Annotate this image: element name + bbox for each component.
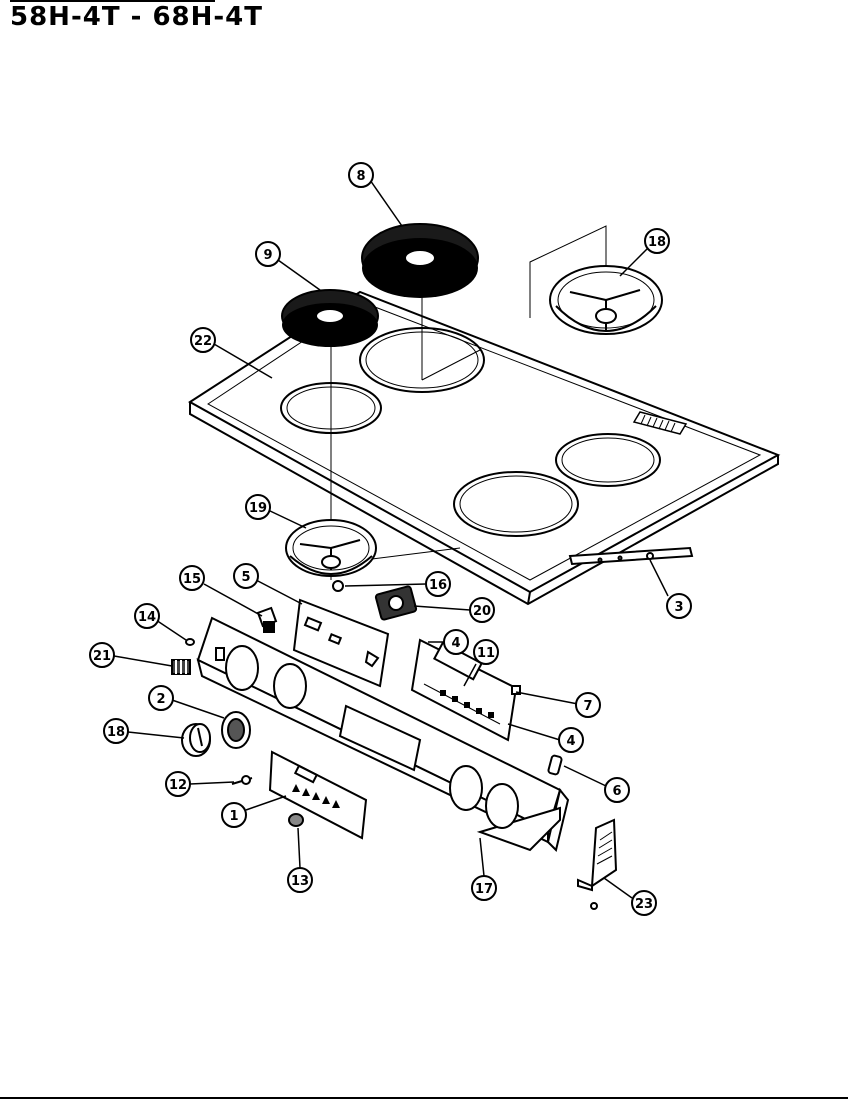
leader-lines xyxy=(113,179,669,899)
svg-text:5: 5 xyxy=(241,570,250,585)
board-clip xyxy=(511,685,521,695)
svg-text:1: 1 xyxy=(229,809,238,824)
callout-23: 23 xyxy=(631,890,657,916)
svg-text:22: 22 xyxy=(194,334,212,349)
reflector-pan-large xyxy=(549,265,663,335)
end-cap xyxy=(577,818,618,892)
large-burner-element xyxy=(361,223,479,298)
svg-text:17: 17 xyxy=(475,882,493,897)
mounting-bracket xyxy=(568,546,694,566)
callout-4-top: 4 xyxy=(443,629,469,655)
cooktop-panel xyxy=(188,290,781,606)
callout-1: 1 xyxy=(221,802,247,828)
connector-block xyxy=(171,659,191,675)
svg-text:21: 21 xyxy=(93,649,111,664)
callout-8: 8 xyxy=(348,162,374,188)
svg-text:15: 15 xyxy=(183,572,201,587)
callout-19: 19 xyxy=(245,494,271,520)
svg-text:2: 2 xyxy=(156,692,165,707)
bottom-rule xyxy=(0,1097,848,1099)
callout-11: 11 xyxy=(473,639,499,665)
bracket-plate xyxy=(292,598,390,688)
svg-text:9: 9 xyxy=(263,248,272,263)
knob-clip xyxy=(185,638,195,646)
touch-control-overlay xyxy=(268,750,368,840)
title-rule xyxy=(10,0,215,2)
knob-bezel xyxy=(221,711,251,749)
screw xyxy=(231,775,253,785)
page-title: 58H-4T - 68H-4T xyxy=(10,2,264,32)
terminal-block xyxy=(256,606,278,633)
callout-6: 6 xyxy=(604,777,630,803)
backguard-panel xyxy=(196,616,570,852)
panel-clip xyxy=(547,754,563,776)
callout-20: 20 xyxy=(469,597,495,623)
callout-18-bottom: 18 xyxy=(103,718,129,744)
callout-4-bottom: 4 xyxy=(558,727,584,753)
svg-text:18: 18 xyxy=(107,725,125,740)
callout-5: 5 xyxy=(233,563,259,589)
svg-text:11: 11 xyxy=(477,646,495,661)
svg-text:23: 23 xyxy=(635,897,653,912)
control-knob xyxy=(181,723,211,757)
svg-text:16: 16 xyxy=(429,578,447,593)
callout-2: 2 xyxy=(148,685,174,711)
svg-text:8: 8 xyxy=(356,169,365,184)
reflector-pan-small xyxy=(285,519,377,577)
svg-text:18: 18 xyxy=(648,235,666,250)
callout-12: 12 xyxy=(165,771,191,797)
svg-text:19: 19 xyxy=(249,501,267,516)
callout-15: 15 xyxy=(179,565,205,591)
svg-text:4: 4 xyxy=(566,734,575,749)
callout-16: 16 xyxy=(425,571,451,597)
rotary-switch xyxy=(374,585,418,621)
callout-17: 17 xyxy=(471,875,497,901)
callout-7: 7 xyxy=(575,692,601,718)
svg-text:4: 4 xyxy=(451,636,460,651)
svg-text:14: 14 xyxy=(138,610,156,625)
svg-text:12: 12 xyxy=(169,778,187,793)
svg-text:3: 3 xyxy=(674,600,683,615)
callout-13: 13 xyxy=(287,867,313,893)
callout-9: 9 xyxy=(255,241,281,267)
clip-part xyxy=(332,580,344,592)
small-burner-element xyxy=(281,289,379,347)
svg-text:7: 7 xyxy=(583,699,592,714)
svg-text:6: 6 xyxy=(612,784,621,799)
callout-14: 14 xyxy=(134,603,160,629)
svg-text:13: 13 xyxy=(291,874,309,889)
callout-3: 3 xyxy=(666,593,692,619)
end-cap-screw xyxy=(590,902,598,910)
callout-22: 22 xyxy=(190,327,216,353)
push-button xyxy=(288,813,304,827)
callout-21: 21 xyxy=(89,642,115,668)
svg-text:20: 20 xyxy=(473,604,491,619)
callout-18-top: 18 xyxy=(644,228,670,254)
